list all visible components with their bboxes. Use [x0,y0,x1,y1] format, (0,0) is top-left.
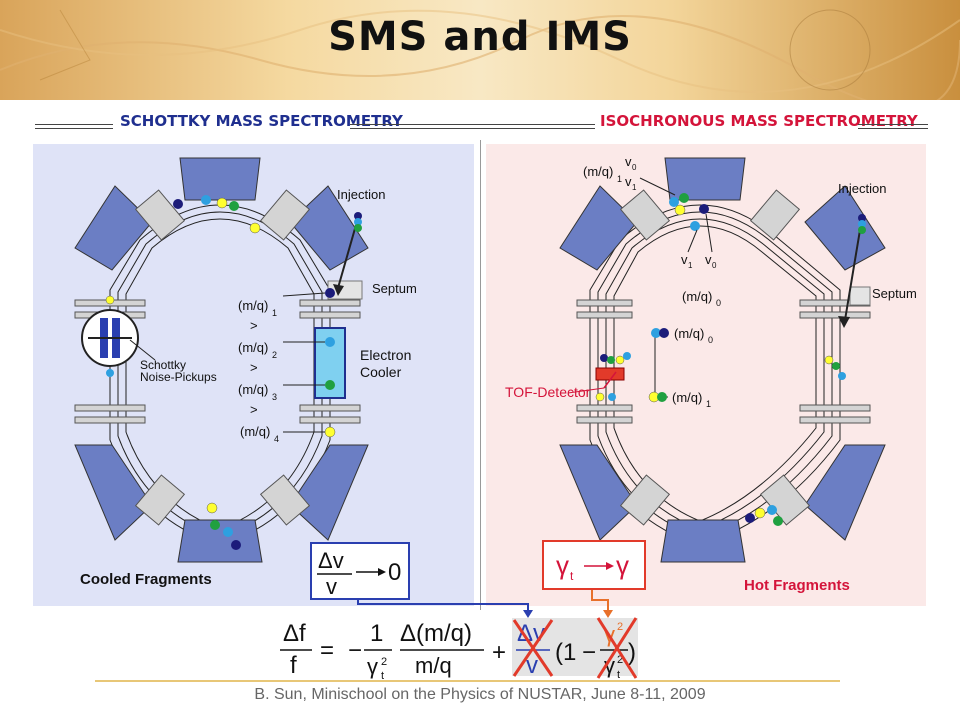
ims-injection-label: Injection [838,181,886,196]
mq-label: (m/q) [238,340,268,355]
ims-v0-label-2: v [705,252,712,267]
dipole-magnet [74,444,153,541]
sms-septum-label: Septum [372,281,417,296]
box-zero: 0 [388,559,401,586]
gt-sign: > [250,318,258,333]
ims-septum-label: Septum [872,286,917,301]
ims-mq-label-top: (m/q) [583,164,613,179]
mq-sub: 2 [272,350,277,360]
mq-sub: 3 [272,392,277,402]
ims-v1-sub-2: 1 [688,261,693,270]
ims-mq1-sub: 1 [706,399,711,409]
ims-v1-label: v [625,174,632,189]
formula-minus-2: − [582,639,596,666]
formula-minus: − [348,637,362,664]
cooled-fragments-label: Cooled Fragments [80,571,212,588]
formula-paren-close: ) [628,639,636,666]
mass-formula: Δf f = − 1 γ 2 t Δ(m/q) m/q + Δv v (1 − … [280,617,638,682]
formula-gamma: γ [367,654,378,679]
ims-mq0-label: (m/q) [674,326,704,341]
formula-gamma-bottom-t: t [617,669,620,681]
box-gamma-t: γ [556,550,569,580]
ims-v0-sub-2: 0 [712,261,717,270]
ims-heading: ISOCHRONOUS MASS SPECTROMETRY [600,112,918,130]
tof-detector-label: TOF-Detector [505,384,591,400]
schottky-label-2: Noise-Pickups [140,370,217,384]
ims-v0-sub: 0 [632,163,637,172]
sms-heading: SCHOTTKY MASS SPECTROMETRY [120,112,403,130]
ims-v0-label: v [625,154,632,169]
formula-v: v [526,652,538,679]
box-dv: Δv [318,548,344,573]
ims-mq0-sub: 0 [708,335,713,345]
formula-gamma-bottom: γ [604,653,615,678]
mq-label: (m/q) [238,382,268,397]
dipole-magnet [74,185,153,271]
formula-delta-f: Δf [283,620,306,647]
gt-sign: > [250,360,258,375]
cross-out-mark [596,617,638,679]
dipole-magnet [559,185,638,271]
ims-v1-label-2: v [681,252,688,267]
box-gamma-t-sub: t [570,569,574,583]
electron-cooler-label-1: Electron [360,347,411,363]
formula-gamma-t: t [381,670,384,682]
mq-sub: 4 [274,434,279,444]
formula-paren-open: (1 [555,639,576,666]
footer-text: B. Sun, Minischool on the Physics of NUS… [254,686,706,703]
ims-mq-sub-mid: 0 [716,298,721,308]
panel-divider [480,140,481,610]
formula-one: 1 [370,620,383,647]
mq-label: (m/q) [238,298,268,313]
dipole-magnet [664,157,746,201]
footer-rule [95,680,840,682]
formula-mq: m/q [415,653,452,678]
dipole-magnet [804,185,886,271]
dipole-magnet [289,444,369,541]
ims-mq-label-mid: (m/q) [682,289,712,304]
dipole-magnet [177,519,263,563]
dipole-magnet [559,444,638,541]
mq-sub: 1 [272,308,277,318]
box-gamma: γ [616,550,629,580]
electron-cooler-label-2: Cooler [360,364,402,380]
box-v: v [326,574,337,598]
cross-out-mark [512,619,554,677]
title-banner [0,0,960,100]
heading-rule-3 [858,124,928,129]
dipole-magnet [660,519,746,563]
tof-detector [595,367,625,381]
heading-rule-2 [350,124,595,129]
heading-rule-1 [35,124,113,129]
hot-fragments-label: Hot Fragments [744,577,850,594]
dipole-magnet [179,157,261,201]
formula-equals: = [320,637,334,664]
formula-gamma-bottom-sq: 2 [617,654,623,666]
ims-mq-sub-top: 1 [617,174,622,184]
gamma-t-box: γ t γ [542,540,646,590]
sms-injection-label: Injection [337,187,385,202]
ims-ring: Injection Septum (m/q) 1 v 0 v 1 v 1 v 0… [505,154,917,594]
ims-v1-sub: 1 [632,183,637,192]
formula-gamma-sq: 2 [381,656,387,668]
sms-ring: Injection Septum Electron Cooler Schottk… [74,157,417,588]
formula-f: f [290,652,297,679]
velocity-spread-box: Δv v 0 [310,542,410,600]
formula-gamma-top-sq: 2 [617,621,623,633]
gt-sign: > [250,402,258,417]
page-title: SMS and IMS [328,14,632,60]
dipole-magnet [804,444,886,541]
mq-label: (m/q) [240,424,270,439]
ims-mq1-label: (m/q) [672,390,702,405]
formula-dmq: Δ(m/q) [400,620,472,647]
formula-plus: + [492,639,506,666]
schottky-label-1: Schottky [140,358,186,372]
